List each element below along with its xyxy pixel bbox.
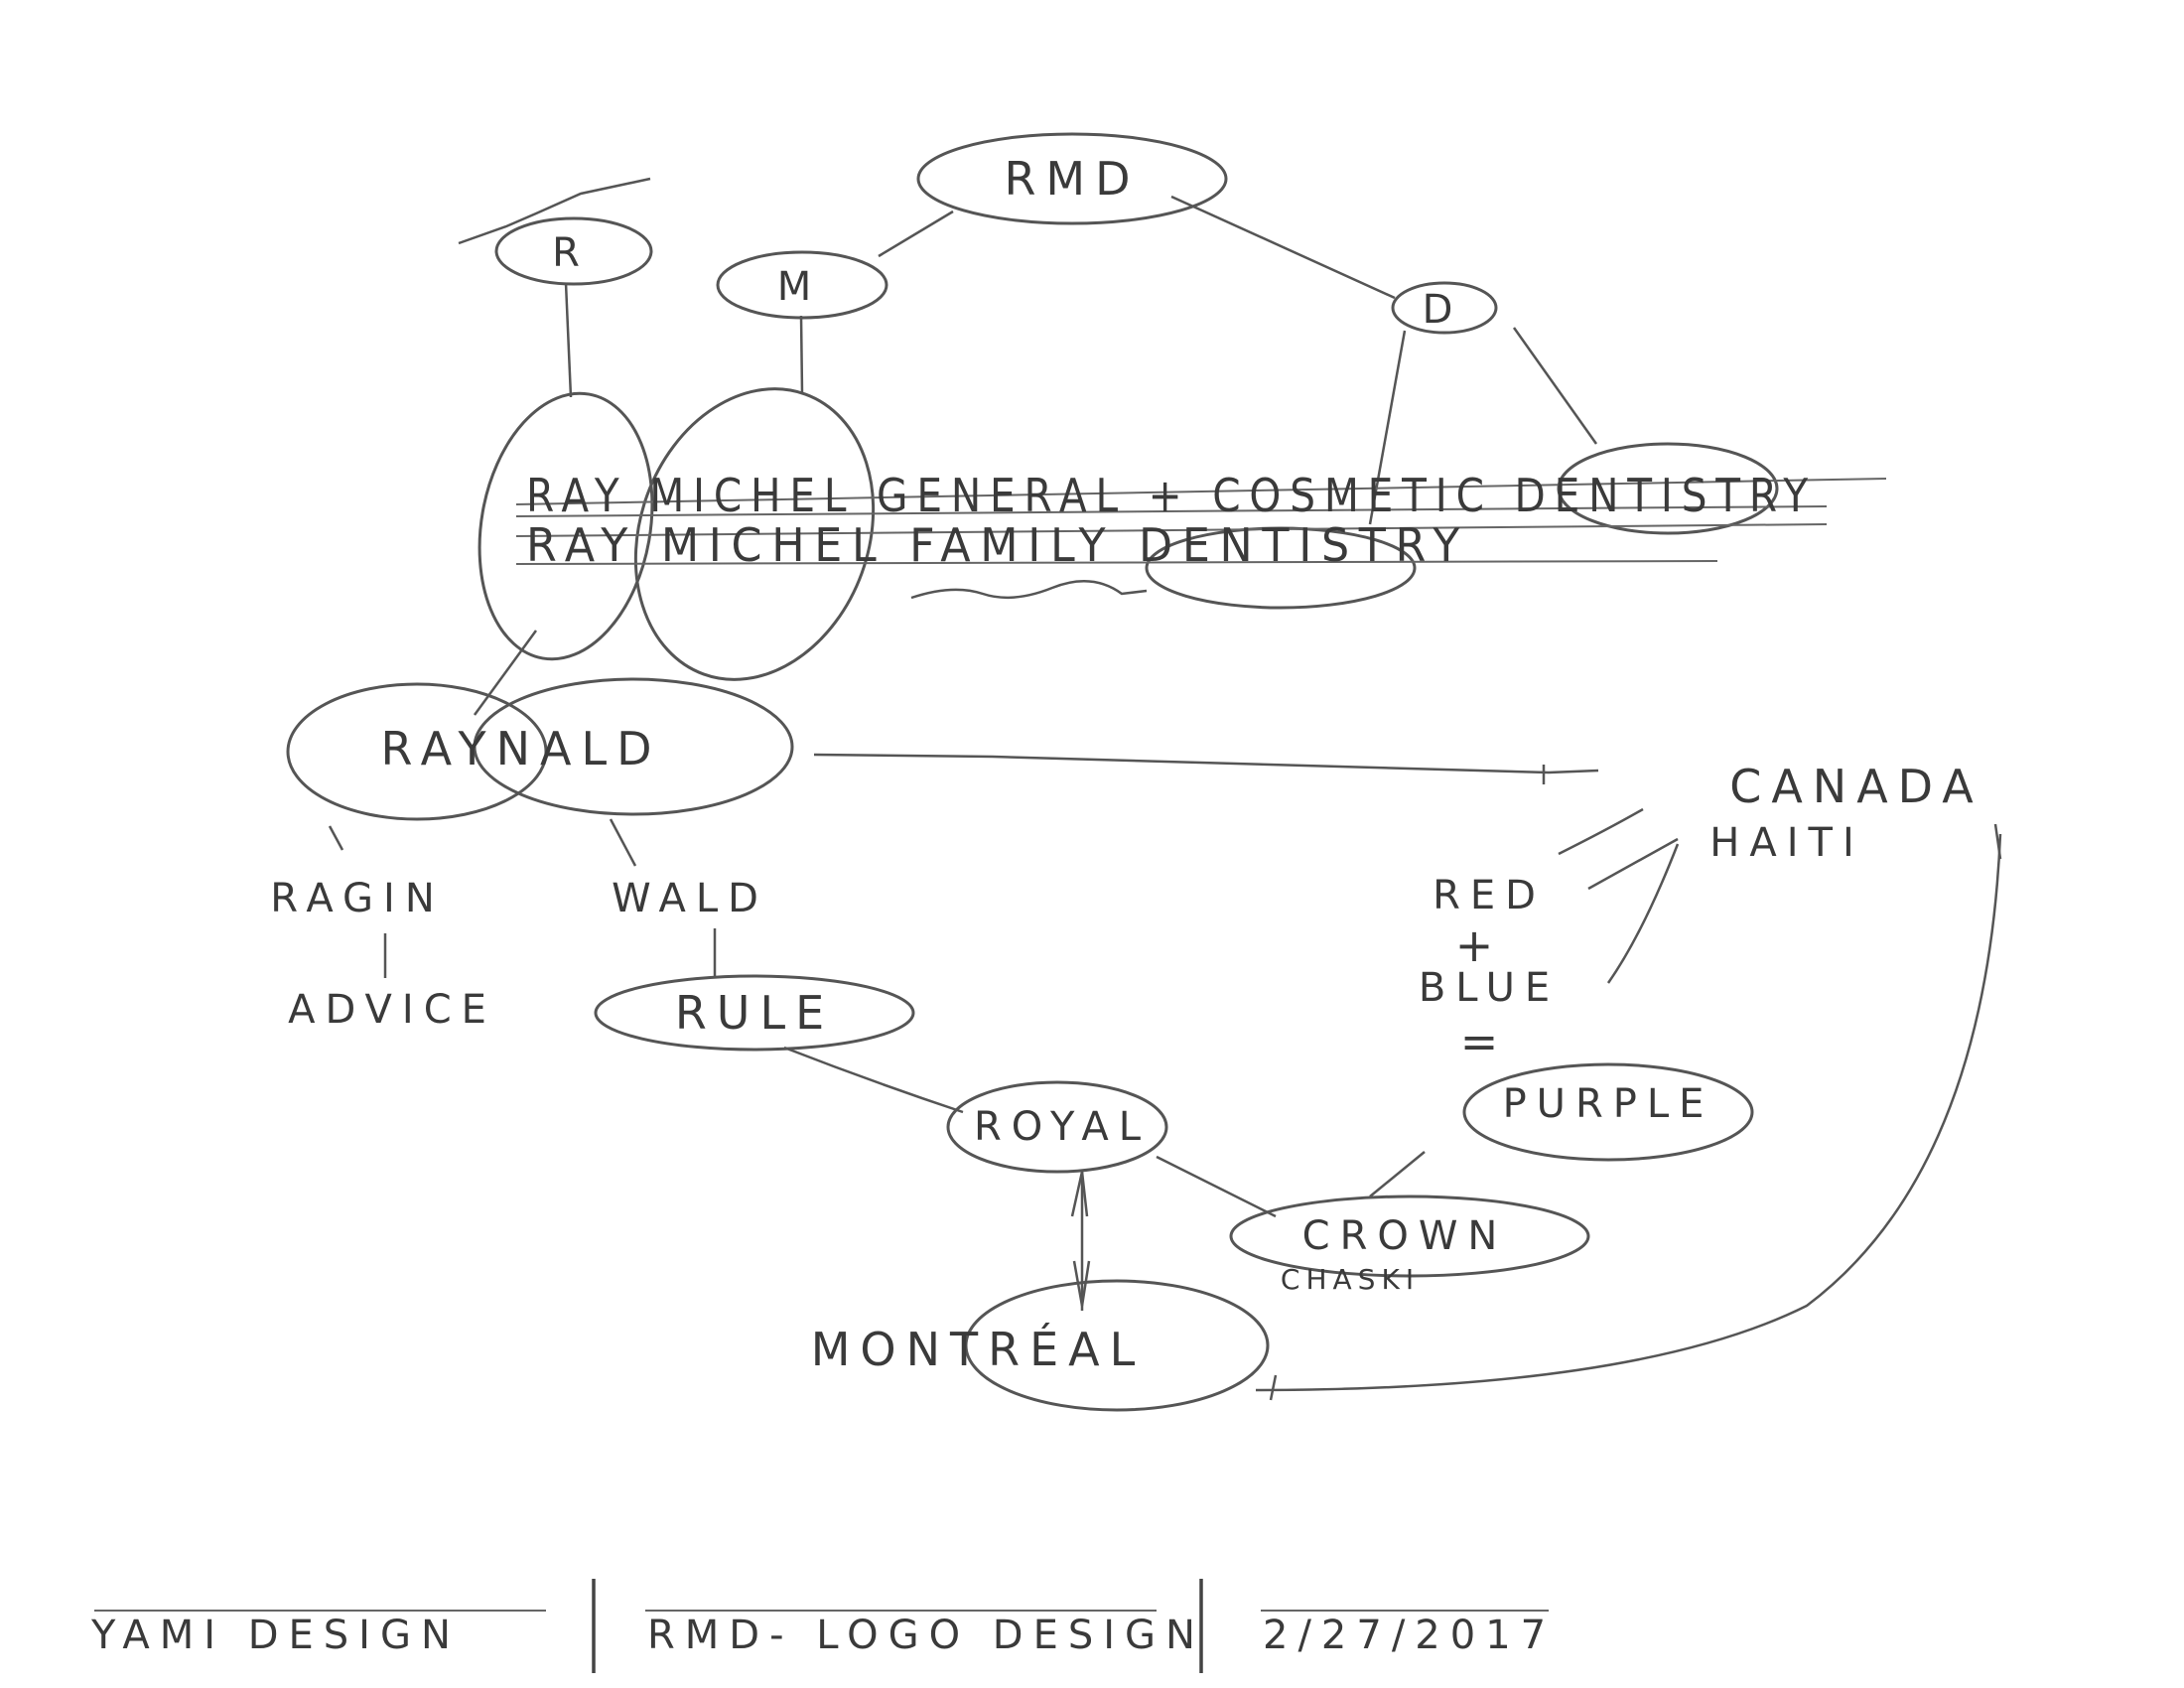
edge-d-dentistry1 (1512, 327, 1598, 445)
edge-ray-raynald (473, 630, 538, 716)
label-red: RED (1433, 873, 1546, 918)
node-labels: RMD R M D RAY MICHEL GENERAL + COSMETIC … (270, 152, 1983, 1376)
label-line2: RAY MICHEL FAMILY DENTISTRY (526, 518, 1469, 572)
circle-dentistry-1 (1557, 442, 1779, 535)
label-rule: RULE (675, 986, 834, 1040)
edge-m-michel (799, 315, 804, 393)
edge-raynald-canada (813, 753, 1599, 774)
footer-studio: YAMI DESIGN (90, 1613, 461, 1658)
circle-michel (633, 387, 876, 681)
edge-rule-royal (783, 1046, 964, 1114)
edge-raynald-ragin (328, 825, 344, 851)
label-plus: + (1455, 918, 1504, 972)
circle-ray (478, 391, 654, 661)
label-r: R (552, 230, 590, 276)
footer-project: RMD- LOGO DESIGN (647, 1613, 1205, 1658)
label-crown: CROWN (1302, 1213, 1508, 1259)
label-equals: = (1460, 1015, 1509, 1068)
label-blue: BLUE (1419, 965, 1560, 1011)
edge-blue-haiti (1606, 843, 1680, 984)
label-line1: RAY MICHEL GENERAL + COSMETIC DENTISTRY (526, 469, 1817, 522)
label-wald: WALD (612, 876, 768, 921)
arrow-montreal-head (1269, 1374, 1278, 1401)
circle-royal (946, 1080, 1168, 1174)
footer-title-block: YAMI DESIGN RMD- LOGO DESIGN 2/27/2017 (90, 1579, 1556, 1673)
label-royal: ROYAL (974, 1104, 1151, 1150)
label-rmd: RMD (1004, 152, 1140, 206)
node-r-circle (494, 216, 653, 286)
label-purple: PURPLE (1503, 1081, 1714, 1127)
edge-rmd-d (1170, 195, 1396, 300)
label-raynald: RAYNALD (380, 722, 661, 775)
label-haiti: HAITI (1709, 820, 1863, 866)
circle-raynald-right (473, 677, 794, 816)
rule-line2-top (515, 523, 1828, 537)
edge-red-canada (1558, 807, 1644, 856)
edge-purple-crown (1369, 1151, 1426, 1197)
label-canada: CANADA (1729, 760, 1983, 813)
node-m-circle (716, 250, 888, 320)
guide-rules (94, 478, 1887, 1612)
node-circles (286, 132, 1779, 1412)
label-ragin: RAGIN (270, 876, 445, 921)
edge-rmd-m (878, 210, 954, 258)
circle-raynald-left (286, 682, 548, 821)
rule-line1-top (515, 478, 1887, 505)
rule-line1-bottom (515, 505, 1828, 517)
circle-montreal (964, 1279, 1270, 1412)
label-d: D (1423, 287, 1463, 333)
arrow-up-head (1070, 1171, 1089, 1217)
edge-raynald-wald (609, 818, 637, 867)
circle-crown (1229, 1195, 1590, 1278)
edge-r-ray (564, 282, 573, 398)
edge-d-dentistry2 (1368, 330, 1407, 525)
node-d-circle (1391, 281, 1498, 335)
arrow-canada-head (1993, 823, 2002, 860)
arrow-down-head (1072, 1260, 1091, 1307)
label-m: M (777, 264, 822, 310)
footer-date: 2/27/2017 (1263, 1613, 1556, 1658)
label-chaski: CHASKI (1281, 1263, 1420, 1296)
circle-rule (594, 974, 915, 1052)
label-advice: ADVICE (288, 987, 496, 1033)
circle-purple (1462, 1062, 1754, 1162)
edge-red-haiti (1587, 837, 1679, 891)
edge-rmd-r (458, 177, 651, 245)
rule-line2-bottom (515, 560, 1718, 565)
edge-royal-crown (1156, 1155, 1277, 1218)
connector-lines (328, 177, 2002, 1401)
edge-canada-montreal (1255, 833, 2002, 1392)
label-montreal: MONTRÉAL (811, 1323, 1146, 1376)
node-rmd-circle (916, 132, 1228, 225)
squiggle-underline (910, 580, 1148, 600)
